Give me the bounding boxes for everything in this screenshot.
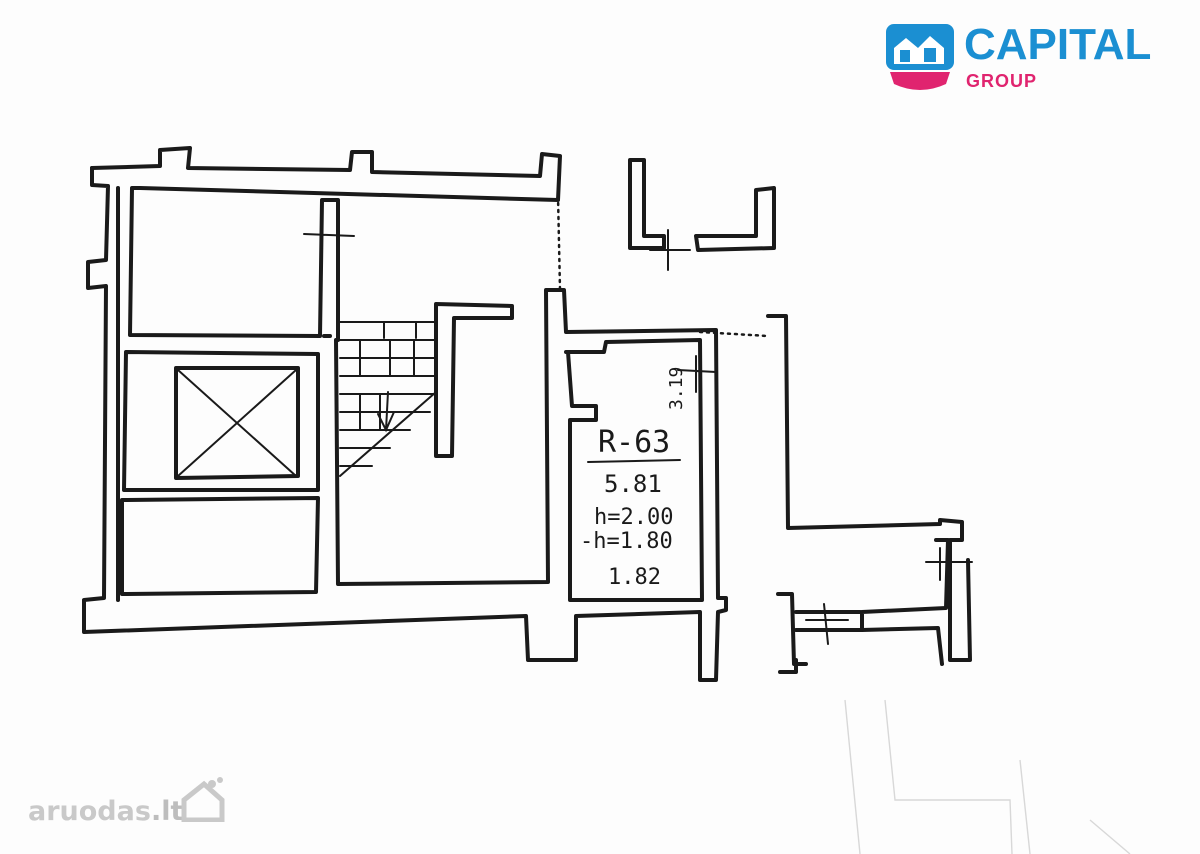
room-annotations: R-63 5.81 h=2.00 -h=1.80 1.82 3.19 xyxy=(580,367,687,590)
outer-walls xyxy=(82,146,728,682)
logo-subtitle: GROUP xyxy=(966,71,1038,91)
capital-group-logo: CAPITAL GROUP xyxy=(886,20,1186,94)
room-dimension: 3.19 xyxy=(666,367,687,410)
room-note: 1.82 xyxy=(608,565,661,590)
room-label: R-63 xyxy=(598,425,670,460)
tick-marks xyxy=(303,221,973,645)
watermark-house-icon xyxy=(181,777,225,822)
background-sheet-lines xyxy=(844,699,1131,854)
watermark-tld: .lt xyxy=(150,796,184,827)
right-walls xyxy=(628,158,972,674)
logo-name: CAPITAL xyxy=(964,20,1152,69)
capital-group-house-icon xyxy=(886,24,954,90)
room-label-divider xyxy=(587,459,681,463)
room-area: 5.81 xyxy=(604,470,662,498)
room-lower-height: -h=1.80 xyxy=(580,529,673,554)
interior-rooms xyxy=(120,334,332,596)
dotted-connectors xyxy=(556,194,770,338)
staircase xyxy=(339,302,514,477)
watermark-name: aruodas xyxy=(28,796,151,827)
aruodas-watermark: aruodas.lt xyxy=(28,777,225,836)
room-height: h=2.00 xyxy=(594,505,673,530)
